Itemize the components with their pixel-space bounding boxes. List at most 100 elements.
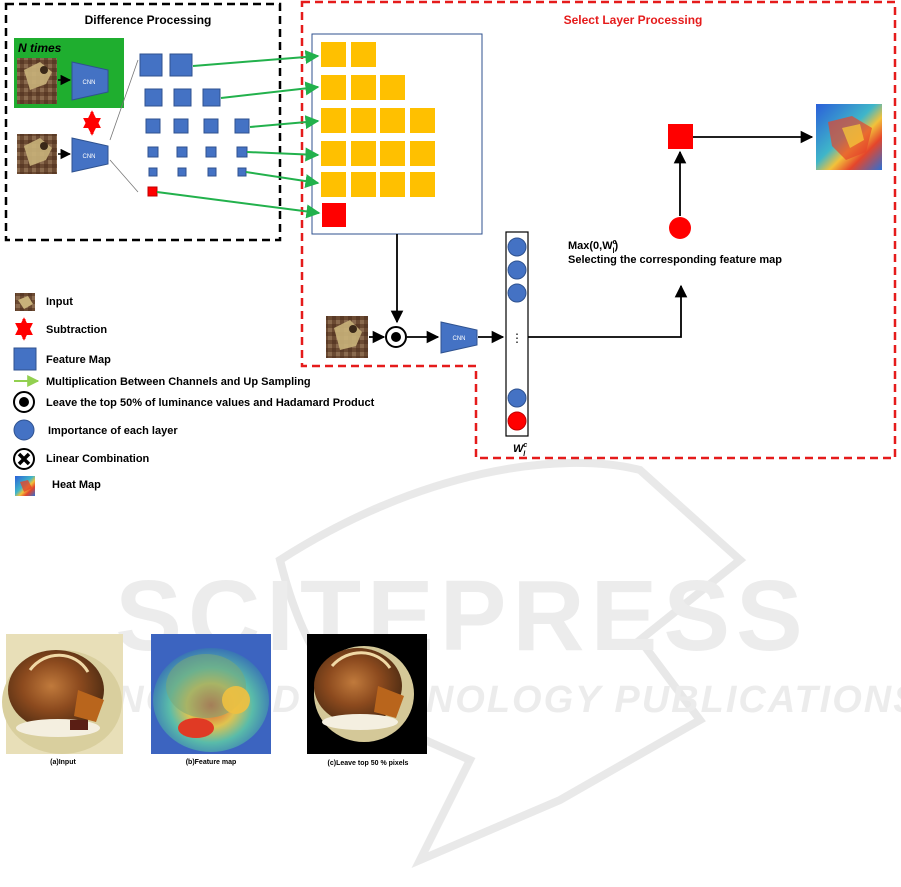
feature-map-l4-c <box>205 146 217 158</box>
arrow-vector-to-max <box>528 284 688 338</box>
feature-map-l2-c <box>202 88 221 107</box>
upsampled-r3-a <box>321 108 346 133</box>
legend-heatmap-icon <box>15 476 35 496</box>
feature-map-l2-b <box>173 88 192 107</box>
select-input-image <box>326 316 368 358</box>
figure-c-masked-image <box>307 634 427 754</box>
upsampled-r1-b <box>351 42 376 67</box>
upsampled-r2-b <box>351 75 376 100</box>
zoom-line-bottom <box>109 159 139 193</box>
legend-label-multiplication: Multiplication Between Channels and Up S… <box>46 376 311 388</box>
legend: Input Subtraction Feature Map Multiplica… <box>13 293 375 496</box>
legend-input-icon <box>15 293 35 311</box>
figure-b-caption: (b)Feature map <box>186 759 237 766</box>
legend-label-subtraction: Subtraction <box>46 324 107 336</box>
legend-label-input: Input <box>46 296 73 308</box>
legend-feature-map-icon <box>13 347 37 371</box>
legend-bullseye-core <box>19 397 29 407</box>
green-arrow-1 <box>192 50 320 67</box>
cnn-label-top: CNN <box>83 80 96 86</box>
feature-map-l3-a <box>145 118 161 134</box>
legend-blue-circle-icon <box>13 419 35 441</box>
max-formula-sup: c <box>613 239 617 246</box>
feature-map-l5-c <box>207 167 217 177</box>
output-heat-map <box>816 104 882 170</box>
select-panel-border <box>300 0 897 460</box>
input-image-bottom <box>17 134 57 174</box>
select-panel-title: Select Layer Processing <box>564 13 703 27</box>
max-formula-close: ) <box>614 240 618 252</box>
weight-circle-1 <box>507 237 527 257</box>
max-formula-base: Max(0,W <box>568 240 613 252</box>
weight-label-sup: c <box>523 442 527 449</box>
upsampling-arrows <box>156 50 321 219</box>
weight-ellipsis: ⋮ <box>511 331 523 345</box>
select-cnn-block <box>440 321 478 354</box>
weight-circle-selected <box>507 411 527 431</box>
figure-a-input-image <box>2 634 123 754</box>
figure-b-feature-map-image <box>151 634 271 754</box>
difference-panel-title: Difference Processing <box>85 13 212 27</box>
feature-map-l4-a <box>147 146 159 158</box>
selected-feature-map <box>668 124 693 149</box>
upsampled-r5-c <box>380 172 405 197</box>
difference-map-red <box>147 186 158 197</box>
cnn-block-top <box>71 61 109 101</box>
weight-label-sub: l <box>523 451 526 458</box>
legend-cross-mark <box>17 452 31 466</box>
upsampled-r3-d <box>410 108 435 133</box>
upsampled-r4-d <box>410 141 435 166</box>
green-arrow-5 <box>245 171 320 189</box>
upsampled-red <box>322 203 346 227</box>
upsampled-r4-a <box>321 141 346 166</box>
feature-map-pyramid <box>139 53 250 197</box>
feature-map-l5-b <box>177 167 187 177</box>
feature-map-l3-c <box>203 118 219 134</box>
hadamard-bullseye-core <box>391 332 401 342</box>
selected-weight-circle <box>669 217 691 239</box>
feature-map-l3-d <box>234 118 250 134</box>
upsampled-r5-a <box>321 172 346 197</box>
feature-map-l1-a <box>139 53 163 77</box>
upsampled-r4-c <box>380 141 405 166</box>
upsampled-r4-b <box>351 141 376 166</box>
legend-label-heatmap: Heat Map <box>52 479 101 491</box>
upsampled-r2-c <box>380 75 405 100</box>
green-arrow-4 <box>246 147 320 162</box>
feature-map-l5-d <box>237 167 247 177</box>
legend-label-feature-map: Feature Map <box>46 354 111 366</box>
difference-panel-border <box>4 2 282 242</box>
upsampled-r3-c <box>380 108 405 133</box>
feature-map-l3-b <box>173 118 189 134</box>
n-times-label: N times <box>18 41 62 55</box>
weight-circle-3 <box>507 283 527 303</box>
green-arrow-6 <box>156 191 321 219</box>
figure-a-caption: (a)Input <box>50 759 76 766</box>
feature-map-l1-b <box>169 53 193 77</box>
input-image-top <box>17 58 57 104</box>
zoom-line-top <box>109 59 139 141</box>
cnn-label-bottom: CNN <box>83 154 96 160</box>
green-arrow-3 <box>249 115 320 130</box>
upsampled-r5-b <box>351 172 376 197</box>
select-feature-label: Selecting the corresponding feature map <box>568 254 782 266</box>
weight-label-base: W <box>513 443 525 455</box>
figure-c-caption: (c)Leave top 50 % pixels <box>328 760 409 767</box>
feature-map-l4-b <box>176 146 188 158</box>
weight-circle-4 <box>507 388 527 408</box>
upsampled-r3-b <box>351 108 376 133</box>
feature-map-l5-a <box>148 167 158 177</box>
max-formula-sub: l <box>613 248 615 255</box>
weight-circle-2 <box>507 260 527 280</box>
upsampled-r2-a <box>321 75 346 100</box>
upsampled-r5-d <box>410 172 435 197</box>
select-cnn-label: CNN <box>453 336 466 342</box>
green-arrow-2 <box>220 81 320 99</box>
legend-label-hadamard: Leave the top 50% of luminance values an… <box>46 397 375 409</box>
feature-map-l4-d <box>236 146 248 158</box>
feature-map-l2-a <box>144 88 163 107</box>
upsampled-feature-box <box>311 33 483 235</box>
